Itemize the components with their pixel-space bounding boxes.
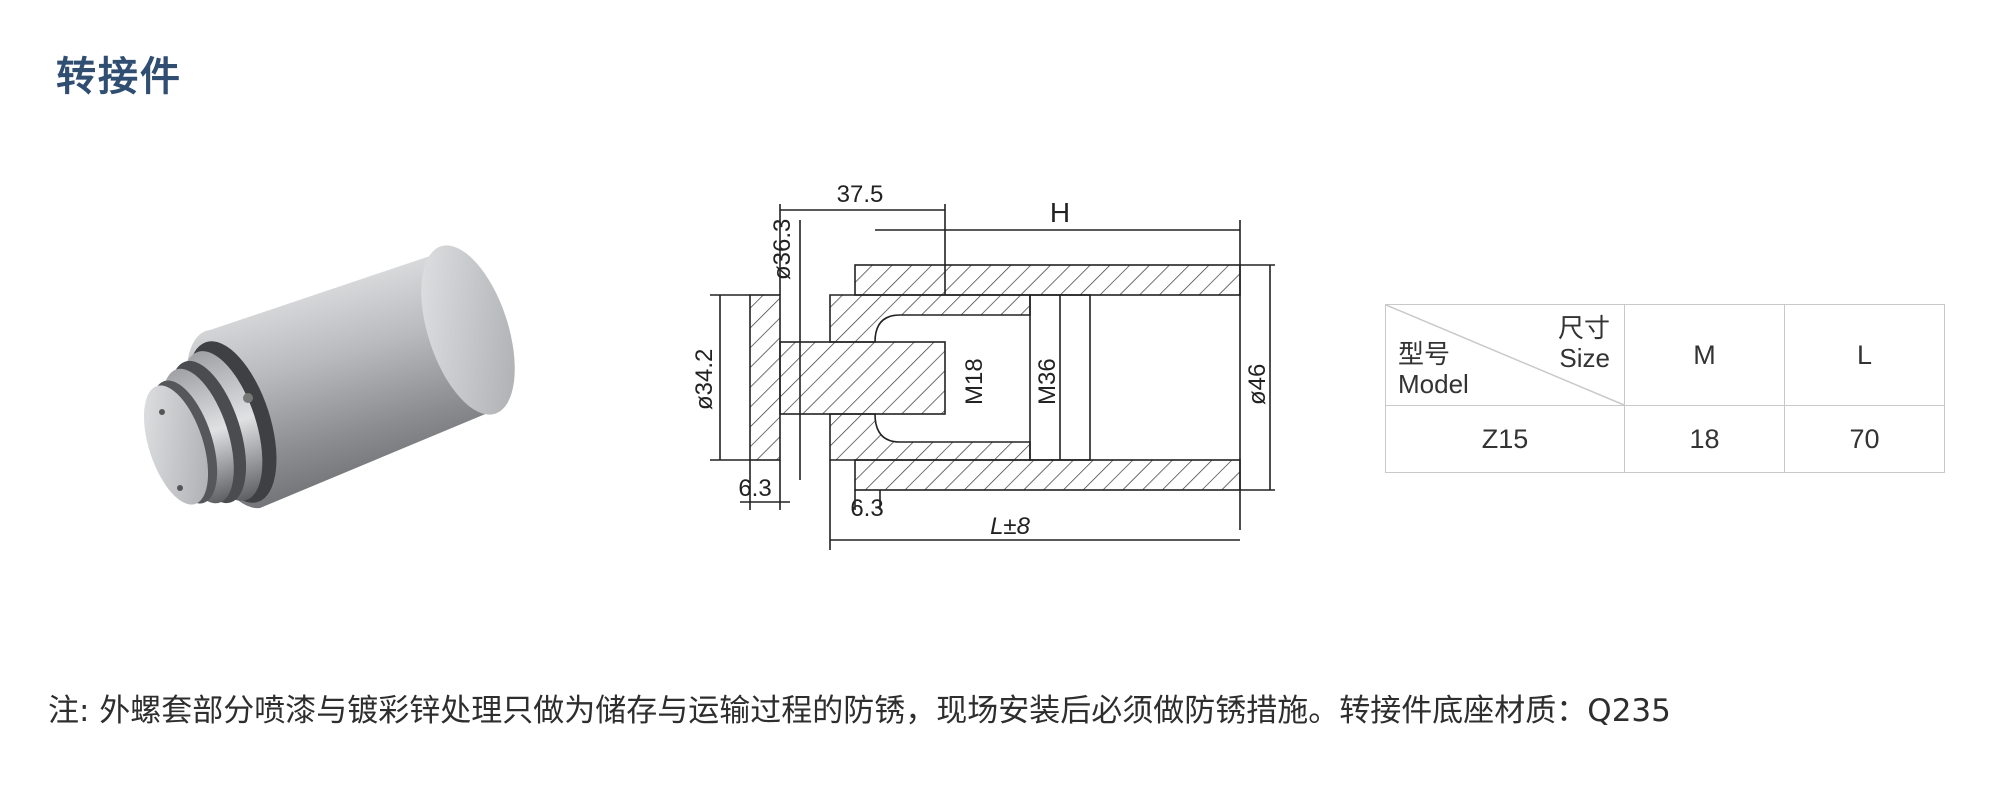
dim-h: H <box>1050 197 1070 228</box>
section-drawing: 37.5 H ø36.3 ø34.2 M18 M36 ø46 6.3 6.3 L… <box>691 181 1275 550</box>
dim-l-8: L±8 <box>990 513 1031 540</box>
dim-d36-3: ø36.3 <box>769 219 796 280</box>
flange-section <box>749 294 781 461</box>
table-row: Z15 18 70 <box>1385 405 1945 473</box>
dim-6-3-left: 6.3 <box>738 475 771 502</box>
dim-6-3-bottom: 6.3 <box>850 495 883 522</box>
header-model-cn: 型号 <box>1398 339 1451 369</box>
header-diagonal-cell: 尺寸 Size 型号 Model <box>1385 304 1625 406</box>
spec-table: 尺寸 Size 型号 Model M L Z15 18 70 <box>1385 304 1945 473</box>
cell-model: Z15 <box>1385 405 1625 473</box>
product-photo <box>143 245 515 509</box>
header-model-en: Model <box>1398 369 1469 399</box>
header-size-en: Size <box>1559 343 1610 373</box>
col-header-l: L <box>1784 304 1945 406</box>
col-header-m: M <box>1624 304 1785 406</box>
bolt-section <box>779 341 946 415</box>
cell-l: 70 <box>1784 405 1945 473</box>
dim-37-5: 37.5 <box>837 181 884 208</box>
cell-m: 18 <box>1624 405 1785 473</box>
dim-m36: M36 <box>1034 358 1061 405</box>
footnote: 注: 外螺套部分喷漆与镀彩锌处理只做为储存与运输过程的防锈，现场安装后必须做防锈… <box>48 693 1671 729</box>
dim-d34-2: ø34.2 <box>691 349 718 410</box>
dim-m18: M18 <box>961 358 988 405</box>
header-size-cn: 尺寸 <box>1557 313 1610 343</box>
page-title: 转接件 <box>56 54 182 100</box>
dim-d46: ø46 <box>1244 364 1271 405</box>
